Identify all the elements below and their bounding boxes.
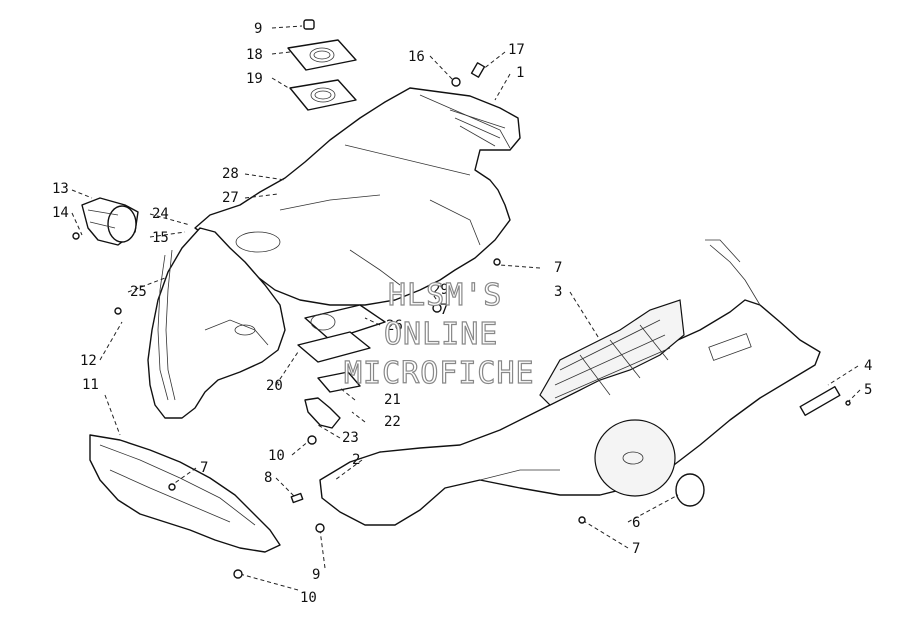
callout-10-mid: 10 xyxy=(268,448,285,464)
callout-18: 18 xyxy=(246,47,263,63)
leader-lines xyxy=(71,25,861,591)
cover-part-20 xyxy=(297,331,371,363)
callout-1: 1 xyxy=(516,65,524,81)
callout-29: 29 xyxy=(432,282,449,298)
nut-part-9-top xyxy=(303,19,315,30)
callout-4: 4 xyxy=(864,358,872,374)
callout-labels: 9 18 19 16 17 1 28 27 13 14 24 15 7 3 25… xyxy=(52,21,872,606)
plug-part-6 xyxy=(675,473,705,507)
callout-17: 17 xyxy=(508,42,525,58)
callout-12: 12 xyxy=(80,353,97,369)
front-bumper-part-11 xyxy=(89,434,281,553)
callout-22: 22 xyxy=(384,414,401,430)
callout-24: 24 xyxy=(152,206,169,222)
side-panel-part-25 xyxy=(147,227,286,419)
belly-pan-part-2 xyxy=(319,239,821,526)
callout-26: 26 xyxy=(386,318,403,334)
watermark-line-1: HLSM'S xyxy=(388,278,502,313)
callout-14: 14 xyxy=(52,205,69,221)
callout-9-bottom: 9 xyxy=(312,567,320,583)
callout-7-left: 7 xyxy=(200,460,208,476)
callout-7-right: 7 xyxy=(554,260,562,276)
callout-7-mid: 7 xyxy=(440,302,448,318)
callout-2: 2 xyxy=(352,452,360,468)
callout-23: 23 xyxy=(342,430,359,446)
callout-11: 11 xyxy=(82,377,99,393)
callout-8: 8 xyxy=(264,470,272,486)
footrest-tread-part-3 xyxy=(539,299,685,406)
callout-10-bottom: 10 xyxy=(300,590,317,606)
callout-13: 13 xyxy=(52,181,69,197)
callout-5: 5 xyxy=(864,382,872,398)
gasket-part-19 xyxy=(289,79,357,111)
gasket-part-21 xyxy=(317,371,361,393)
callout-25: 25 xyxy=(130,284,147,300)
callout-21: 21 xyxy=(384,392,401,408)
watermark-line-3: MICROFICHE xyxy=(344,356,535,391)
reflector-part-4 xyxy=(799,385,841,417)
bracket-part-23 xyxy=(304,397,341,429)
watermark: HLSM'S ONLINE MICROFICHE xyxy=(343,277,535,391)
callout-27: 27 xyxy=(222,190,239,206)
callout-6: 6 xyxy=(632,515,640,531)
boot-part-13 xyxy=(81,197,139,246)
callout-9-top: 9 xyxy=(254,21,262,37)
callout-28: 28 xyxy=(222,166,239,182)
hardware-fasteners xyxy=(72,62,851,579)
callout-16: 16 xyxy=(408,49,425,65)
plate-part-18 xyxy=(287,39,357,71)
callout-3: 3 xyxy=(554,284,562,300)
upper-body-panel-part-1 xyxy=(194,87,521,306)
callout-7-bottom: 7 xyxy=(632,541,640,557)
watermark-line-2: ONLINE xyxy=(384,317,498,352)
plate-part-26 xyxy=(304,304,386,341)
callout-19: 19 xyxy=(246,71,263,87)
callout-20: 20 xyxy=(266,378,283,394)
callout-15: 15 xyxy=(152,230,169,246)
